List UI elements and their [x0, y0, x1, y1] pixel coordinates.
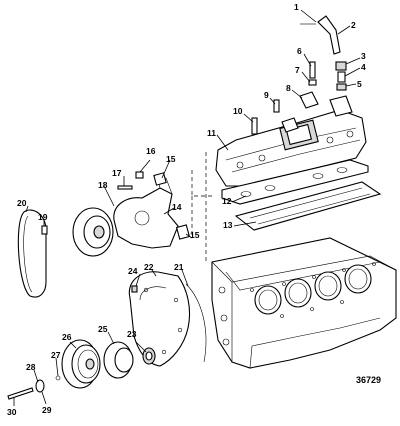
figure-number: 36729	[356, 375, 381, 385]
callout-9: 9	[264, 90, 269, 100]
callout-17: 17	[112, 168, 122, 178]
hose-fittings	[251, 15, 347, 135]
callout-19: 19	[38, 212, 48, 222]
callout-30: 30	[7, 407, 17, 417]
callout-14: 14	[172, 202, 182, 212]
callout-6: 6	[297, 46, 302, 56]
intake-gasket	[221, 159, 369, 205]
callout-13: 13	[223, 220, 233, 230]
callout-24: 24	[128, 266, 138, 276]
callout-29: 29	[42, 405, 52, 415]
callout-15-upper: 15	[166, 154, 176, 164]
callout-1: 1	[294, 2, 299, 12]
valley-cover	[234, 181, 382, 231]
callout-8: 8	[286, 83, 291, 93]
callout-12: 12	[222, 196, 232, 206]
callout-labels: 1 2 3 4 5 6 7 8 9 10 11 12 13 14 15 15 1…	[7, 2, 381, 417]
callout-5: 5	[357, 79, 362, 89]
callout-28: 28	[26, 362, 36, 372]
callout-26: 26	[62, 332, 72, 342]
callout-7: 7	[295, 65, 300, 75]
timing-cover-group	[7, 271, 207, 400]
callout-25: 25	[98, 324, 108, 334]
callout-23: 23	[127, 329, 137, 339]
callout-22: 22	[144, 262, 154, 272]
callout-20: 20	[17, 198, 27, 208]
leader-lines	[13, 9, 361, 406]
callout-21: 21	[174, 262, 184, 272]
water-pump-group	[17, 171, 191, 298]
callout-2: 2	[351, 20, 356, 30]
callout-16: 16	[146, 146, 156, 156]
callout-3: 3	[361, 51, 366, 61]
callout-15-lower: 15	[190, 230, 200, 240]
engine-block	[211, 237, 397, 369]
callout-10: 10	[233, 106, 243, 116]
callout-27: 27	[51, 350, 61, 360]
callout-18: 18	[98, 180, 108, 190]
callout-11: 11	[207, 128, 216, 138]
callout-4: 4	[361, 62, 366, 72]
